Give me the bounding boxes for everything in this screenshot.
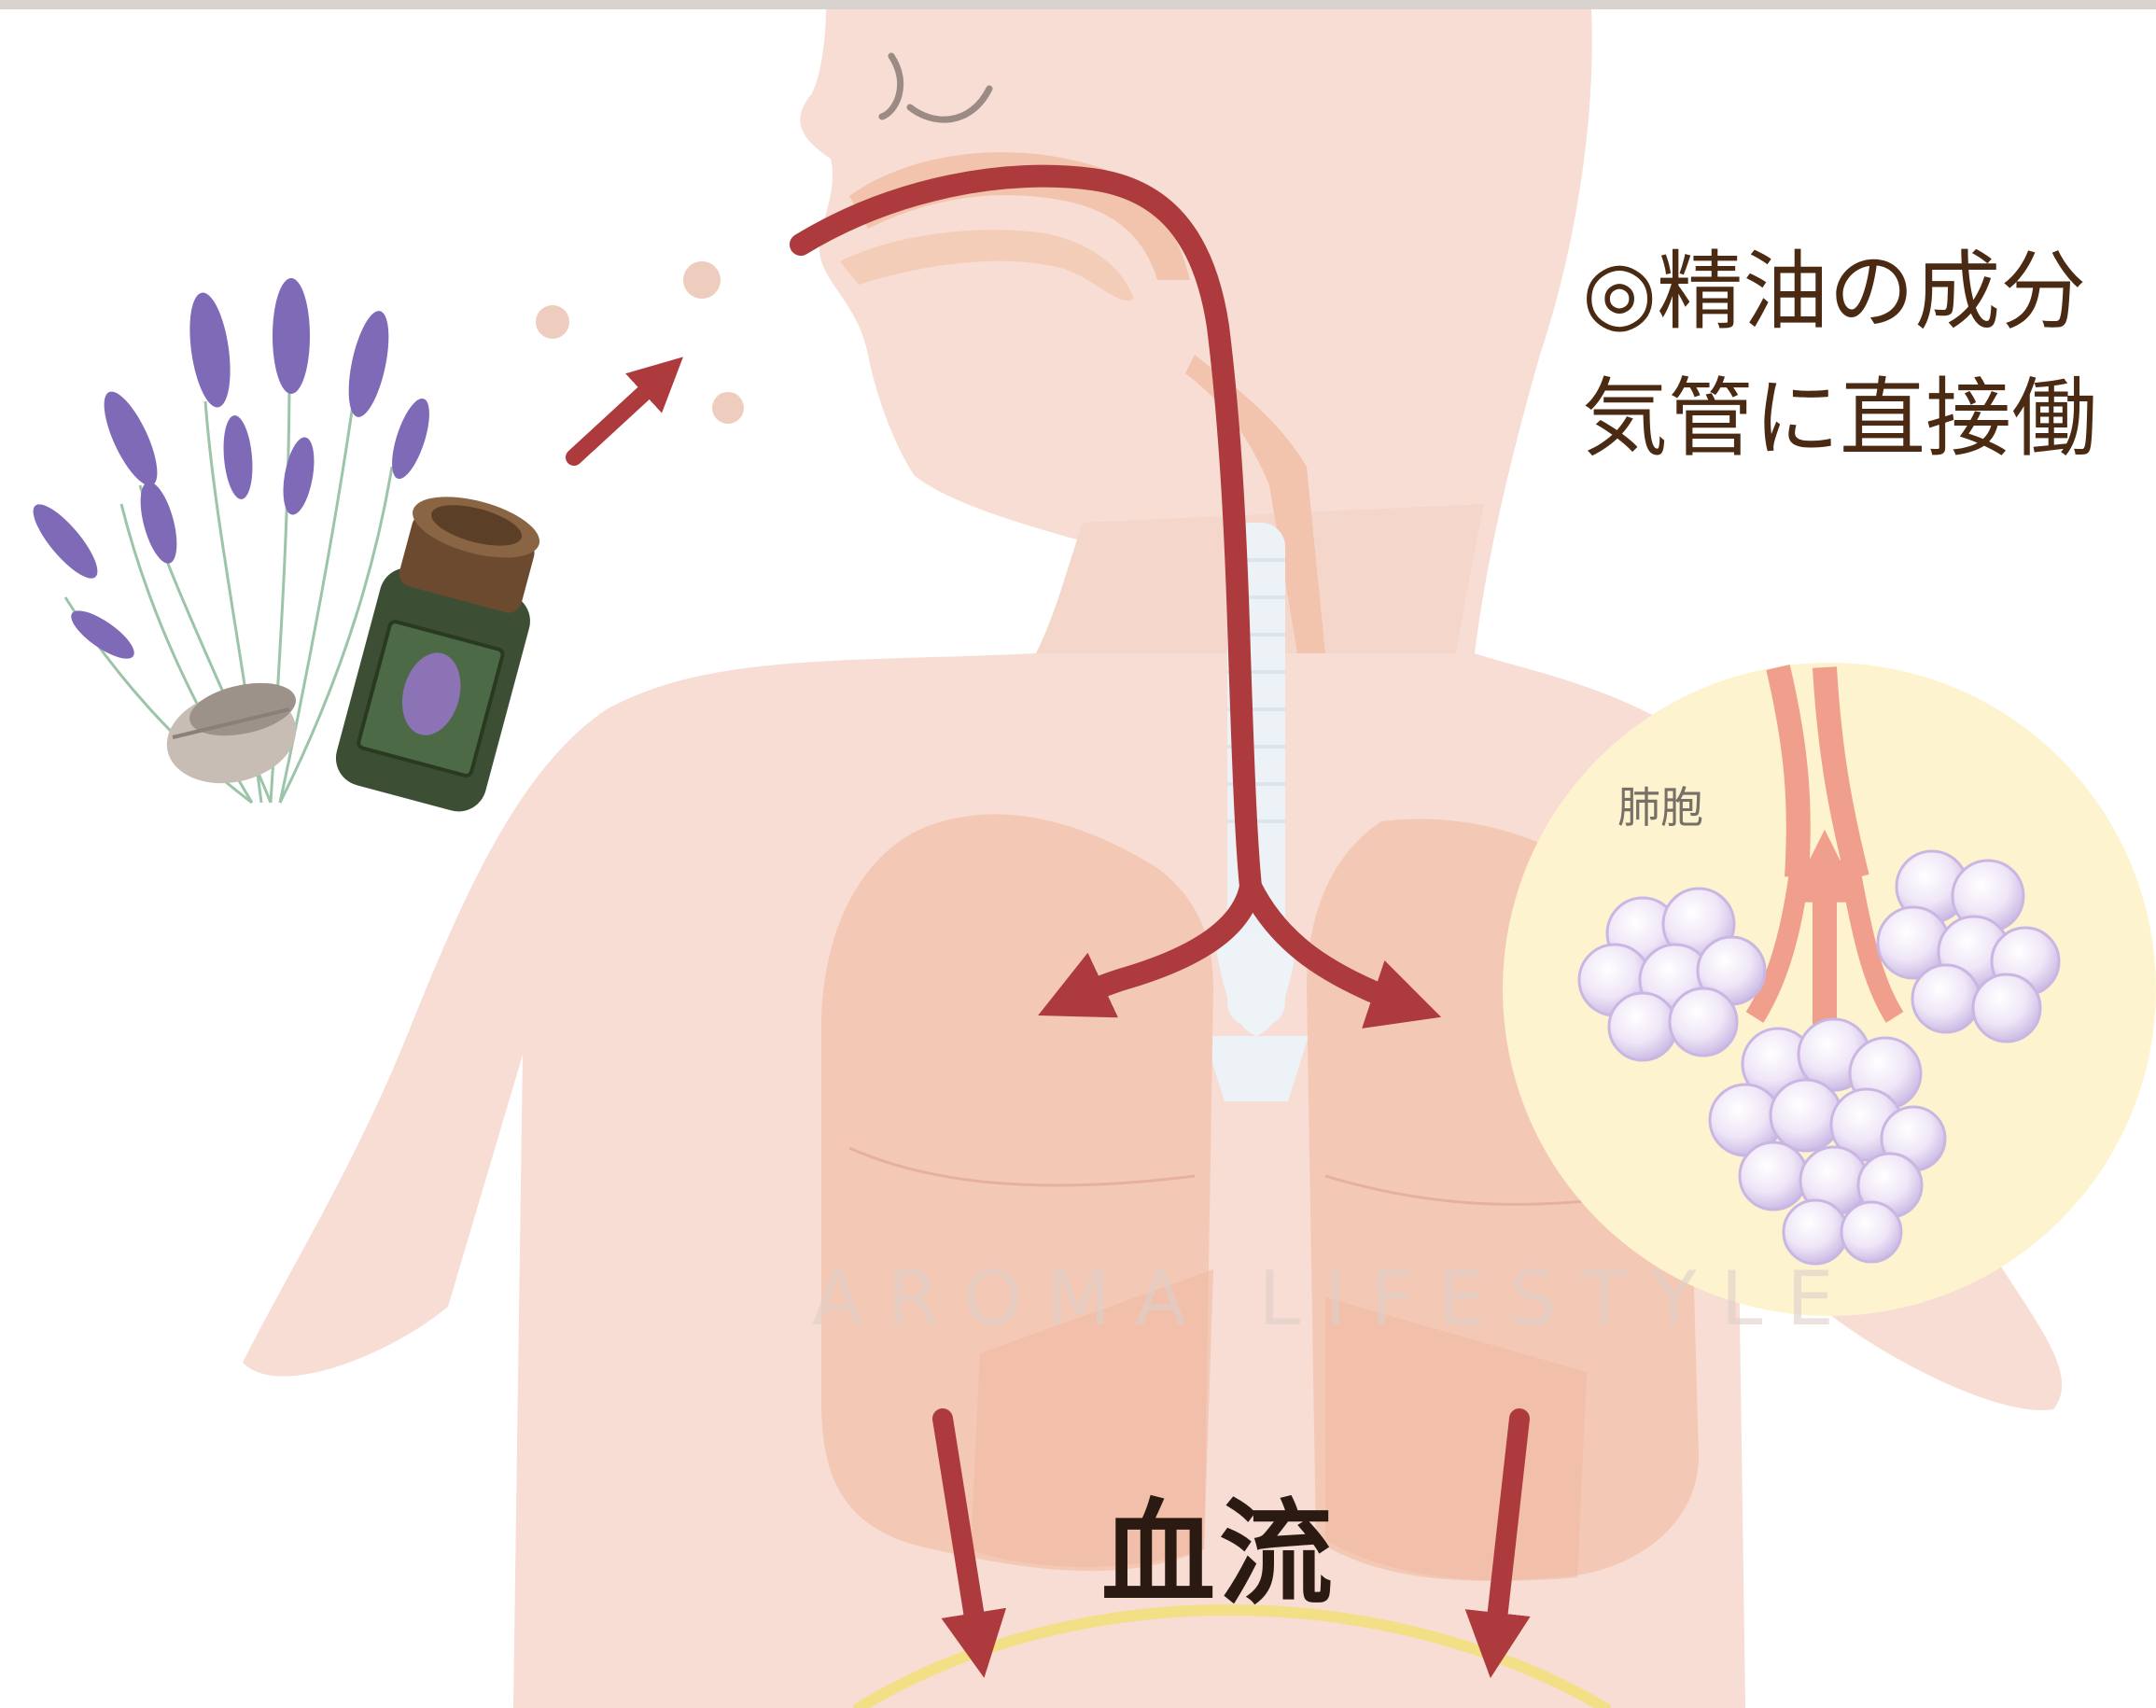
alveoli-label: 肺胞 (1617, 781, 1703, 833)
blood-flow-label: 血流 (1101, 1489, 1337, 1619)
essential-oil-bottle-icon (329, 483, 557, 819)
inhale-arrow (574, 371, 667, 457)
caption-line-1: ◎精油の成分 (1582, 242, 2086, 342)
caption-text: ◎精油の成分 気管に直接働 (1582, 229, 2156, 483)
watermark-text: AROMA LIFESTYLE (812, 1255, 1858, 1342)
alveoli-callout (1503, 663, 2156, 1316)
bottle-cap-icon (159, 675, 305, 795)
caption-line-2: 気管に直接働 (1582, 369, 2097, 469)
